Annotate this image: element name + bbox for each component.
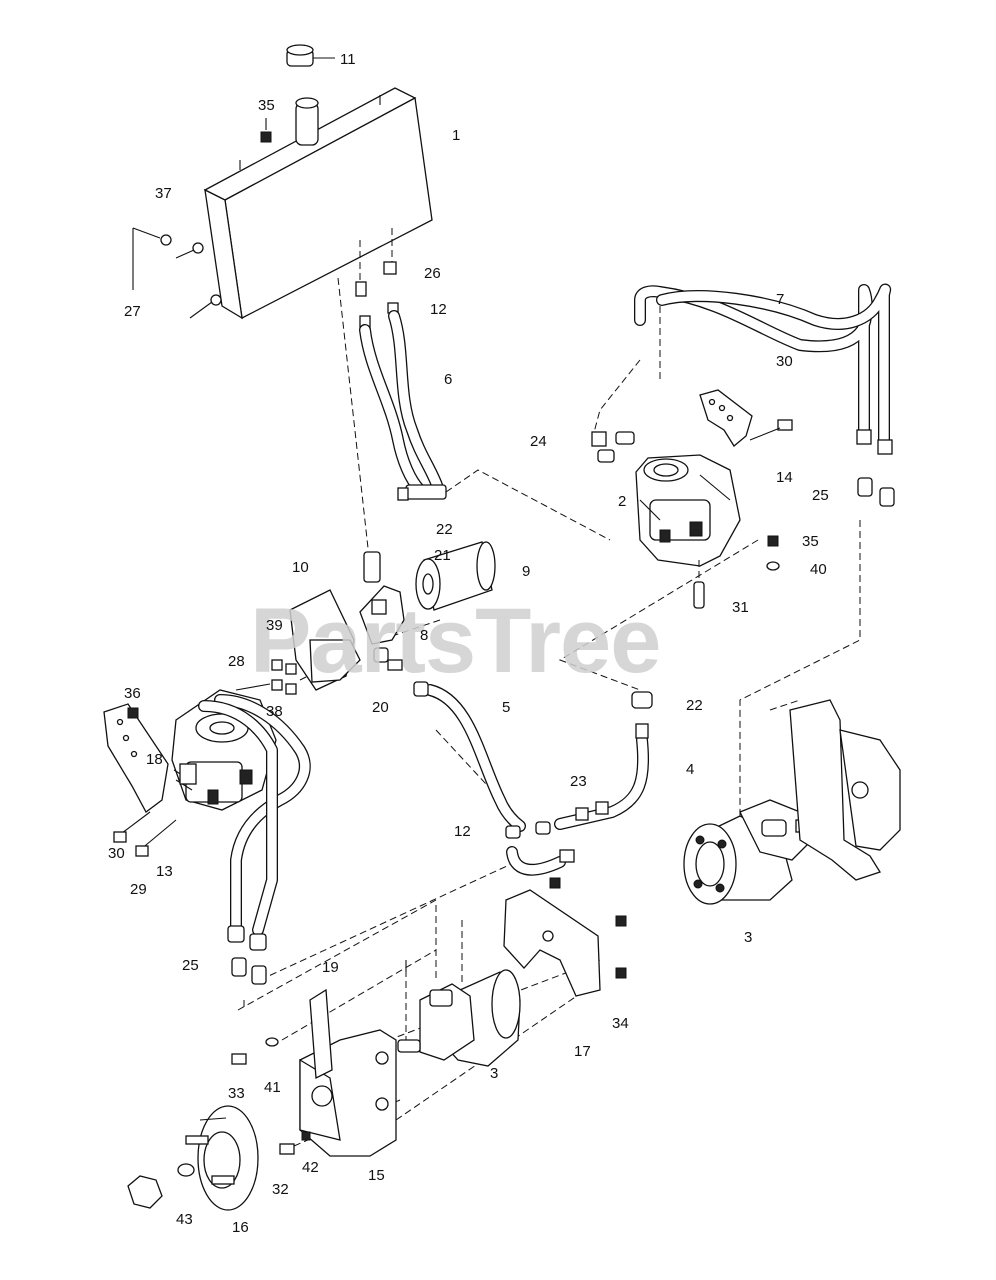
callout-2[interactable]: 2 [618, 493, 626, 510]
filter-element[interactable] [415, 541, 496, 611]
callout-30[interactable]: 30 [776, 353, 793, 370]
callout-30[interactable]: 30 [108, 845, 125, 862]
callout-22[interactable]: 22 [686, 697, 703, 714]
callout-15[interactable]: 15 [368, 1167, 385, 1184]
callout-24[interactable]: 24 [530, 433, 547, 450]
callout-19[interactable]: 19 [322, 959, 339, 976]
elbow-fitting-24[interactable] [591, 431, 635, 463]
callout-32[interactable]: 32 [272, 1181, 289, 1198]
return-hose-23[interactable] [535, 691, 653, 835]
tank-cap[interactable] [286, 44, 335, 67]
callout-25[interactable]: 25 [812, 487, 829, 504]
callout-40[interactable]: 40 [810, 561, 827, 578]
suction-hose[interactable] [359, 310, 444, 496]
tube-fittings-25[interactable] [857, 477, 895, 507]
callout-7[interactable]: 7 [776, 291, 784, 308]
right-motor-mount-4[interactable] [789, 699, 901, 881]
filter-head[interactable] [359, 551, 405, 645]
callout-39[interactable]: 39 [266, 617, 283, 634]
callout-23[interactable]: 23 [570, 773, 587, 790]
callout-35[interactable]: 35 [802, 533, 819, 550]
left-wheel-motor[interactable] [397, 969, 521, 1067]
bracket-nuts-34[interactable] [549, 877, 627, 979]
wheel-hub-16[interactable] [185, 1105, 259, 1211]
callout-31[interactable]: 31 [732, 599, 749, 616]
bolt-30-left[interactable] [113, 811, 151, 843]
callout-3[interactable]: 3 [744, 929, 752, 946]
pump-bolt-31[interactable] [693, 560, 705, 609]
assembly-leader-lines [237, 277, 861, 1147]
callout-29[interactable]: 29 [130, 881, 147, 898]
callout-17[interactable]: 17 [574, 1043, 591, 1060]
callout-33[interactable]: 33 [228, 1085, 245, 1102]
callout-36[interactable]: 36 [124, 685, 141, 702]
bolt-33[interactable] [231, 1037, 279, 1065]
callout-12[interactable]: 12 [430, 301, 447, 318]
callout-41[interactable]: 41 [264, 1079, 281, 1096]
callout-26[interactable]: 26 [424, 265, 441, 282]
hydrostatic-pump-right[interactable] [635, 454, 741, 567]
callout-3[interactable]: 3 [490, 1065, 498, 1082]
callout-8[interactable]: 8 [420, 627, 428, 644]
callout-37[interactable]: 37 [155, 185, 172, 202]
motor-bracket-17[interactable] [503, 889, 601, 997]
axle-mount-15[interactable] [299, 988, 397, 1157]
callout-43[interactable]: 43 [176, 1211, 193, 1228]
callout-21[interactable]: 21 [434, 547, 451, 564]
fittings-28[interactable] [235, 659, 297, 695]
callout-42[interactable]: 42 [302, 1159, 319, 1176]
callout-14[interactable]: 14 [776, 469, 793, 486]
return-hose-5[interactable] [413, 681, 526, 832]
callout-10[interactable]: 10 [292, 559, 309, 576]
callout-1[interactable]: 1 [452, 127, 460, 144]
hose-tee-fitting[interactable] [397, 484, 447, 501]
pump-nut-35[interactable] [766, 535, 780, 571]
bolt-42[interactable] [279, 1131, 311, 1155]
left-tube-pair[interactable] [198, 694, 311, 985]
callout-20[interactable]: 20 [372, 699, 389, 716]
pump-bracket[interactable] [699, 389, 753, 447]
tank-bolts[interactable] [132, 227, 222, 319]
oil-cooler[interactable] [289, 589, 361, 691]
callout-16[interactable]: 16 [232, 1219, 249, 1236]
bolt-29[interactable] [135, 819, 177, 857]
callout-25[interactable]: 25 [182, 957, 199, 974]
right-wheel-motor[interactable] [683, 799, 817, 905]
callout-5[interactable]: 5 [502, 699, 510, 716]
callout-22[interactable]: 22 [436, 521, 453, 538]
short-hose-12[interactable] [505, 825, 575, 876]
pump-bracket-bolt[interactable] [749, 419, 793, 441]
callout-38[interactable]: 38 [266, 703, 283, 720]
elbow-fitting-20[interactable] [373, 647, 403, 671]
callout-4[interactable]: 4 [686, 761, 694, 778]
callout-34[interactable]: 34 [612, 1015, 629, 1032]
callout-18[interactable]: 18 [146, 751, 163, 768]
callout-11[interactable]: 11 [340, 51, 356, 68]
left-bracket-nut-36[interactable] [127, 707, 139, 719]
callout-9[interactable]: 9 [522, 563, 530, 580]
callout-6[interactable]: 6 [444, 371, 452, 388]
callout-12[interactable]: 12 [454, 823, 471, 840]
hydraulic-tank[interactable] [203, 87, 433, 320]
tank-nut[interactable] [260, 118, 272, 143]
hydraulic-tube-pair[interactable] [634, 283, 893, 455]
hub-nut-43[interactable] [127, 1163, 195, 1209]
callout-28[interactable]: 28 [228, 653, 245, 670]
callout-27[interactable]: 27 [124, 303, 141, 320]
callout-35[interactable]: 35 [258, 97, 275, 114]
callout-13[interactable]: 13 [156, 863, 173, 880]
watermark: PartsTree [250, 590, 660, 692]
